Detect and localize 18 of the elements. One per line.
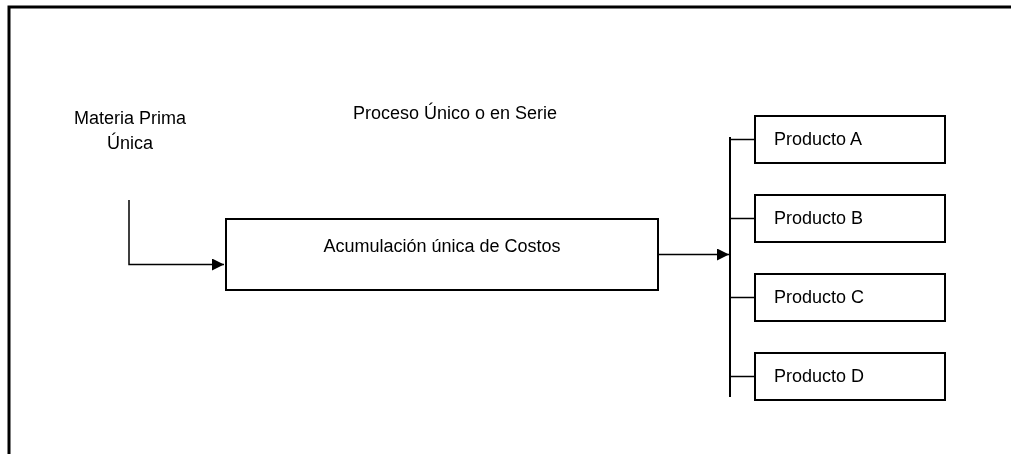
text-label: Materia Prima Única: [62, 106, 198, 200]
box-label: Producto C: [774, 287, 866, 308]
connector-line: [730, 375, 755, 378]
process-box: [225, 218, 659, 291]
diagram-title: Proceso Único o en Serie: [351, 103, 559, 124]
box-label: Acumulación única de Costos: [322, 236, 562, 257]
connector-line: [730, 217, 755, 220]
connector-line: [730, 296, 755, 299]
arrow: [128, 199, 225, 271]
process-box: [754, 273, 946, 322]
process-box: [754, 115, 946, 164]
process-box: [754, 352, 946, 401]
process-box: [754, 194, 946, 243]
box-label: Producto A: [774, 129, 864, 150]
box-label: Producto B: [774, 208, 865, 229]
connector-line: [730, 138, 755, 141]
arrow: [658, 248, 730, 261]
box-label: Producto D: [774, 366, 866, 387]
